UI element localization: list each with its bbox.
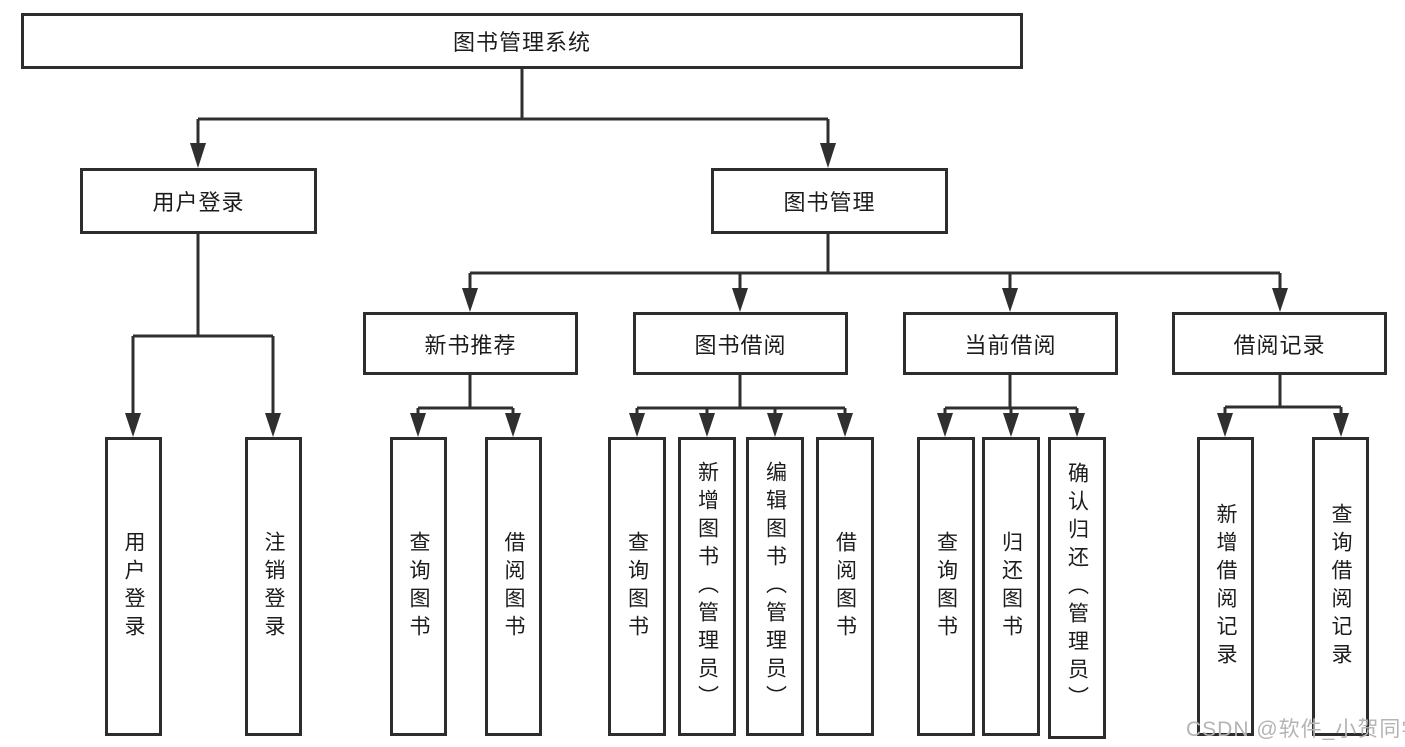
leaf-label: 借阅图书	[502, 530, 525, 643]
leaf-label: 查询图书	[934, 530, 958, 643]
node-new-book-recommend: 新书推荐	[363, 312, 578, 375]
leaf-query-borrow-record: 查询借阅记录	[1312, 437, 1369, 736]
leaf-add-books-admin: 新增图书（管理员）	[678, 437, 736, 736]
leaf-label: 注销登录	[262, 530, 285, 643]
node-book-borrow: 图书借阅	[633, 312, 848, 375]
leaf-add-borrow-record: 新增借阅记录	[1197, 437, 1254, 736]
leaf-current-query-books: 查询图书	[917, 437, 975, 736]
leaf-label: 新增借阅记录	[1214, 502, 1237, 671]
leaf-label: 查询借阅记录	[1329, 502, 1352, 671]
leaf-label: 查询图书	[407, 530, 430, 643]
leaf-label: 确认归还（管理员）	[1065, 462, 1089, 714]
leaf-borrow-query-books: 查询图书	[608, 437, 666, 736]
leaf-edit-books-admin: 编辑图书（管理员）	[746, 437, 804, 736]
leaf-recommend-borrow-books: 借阅图书	[485, 437, 542, 736]
leaf-return-books: 归还图书	[982, 437, 1040, 736]
node-user-login-module: 用户登录	[80, 168, 317, 234]
node-root-system: 图书管理系统	[21, 13, 1023, 69]
leaf-label: 编辑图书（管理员）	[763, 460, 787, 713]
node-current-borrow: 当前借阅	[903, 312, 1118, 375]
leaf-label: 查询图书	[625, 530, 649, 643]
leaf-label: 新增图书（管理员）	[695, 460, 719, 713]
leaf-recommend-query-books: 查询图书	[390, 437, 447, 736]
leaf-confirm-return-admin: 确认归还（管理员）	[1048, 437, 1106, 739]
leaf-logout: 注销登录	[245, 437, 302, 736]
leaf-borrow-books: 借阅图书	[816, 437, 874, 736]
leaf-label: 归还图书	[999, 530, 1023, 643]
node-book-management-module: 图书管理	[711, 168, 948, 234]
leaf-label: 用户登录	[122, 530, 145, 643]
node-borrow-records: 借阅记录	[1172, 312, 1387, 375]
csdn-watermark: CSDN @软件_小贺同学	[1186, 718, 1405, 741]
leaf-user-login: 用户登录	[105, 437, 162, 736]
leaf-label: 借阅图书	[833, 530, 857, 643]
